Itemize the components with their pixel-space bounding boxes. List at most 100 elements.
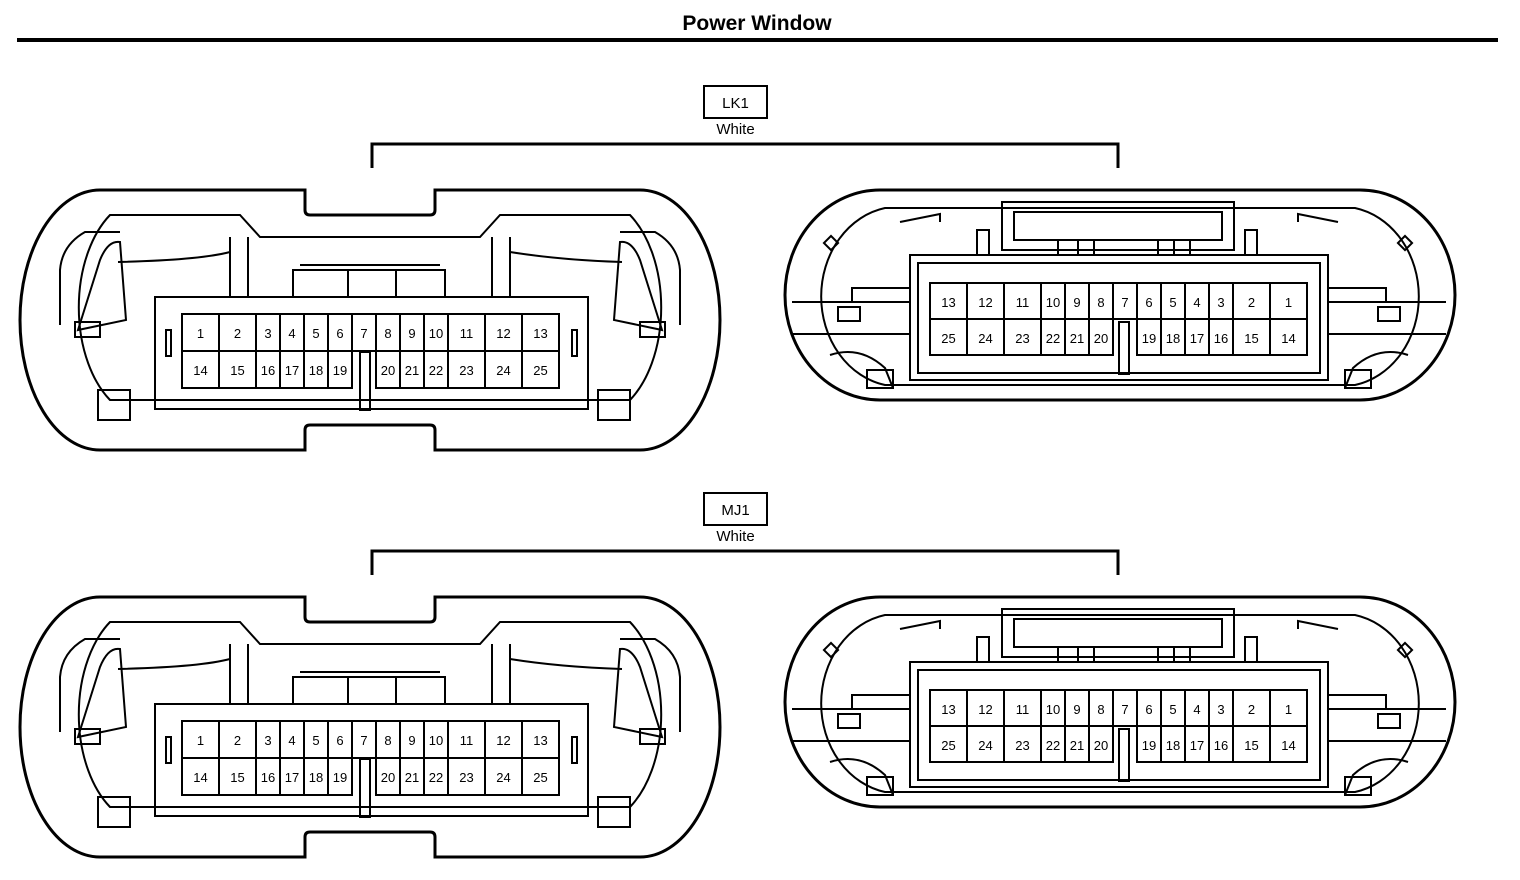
left-pin-label: 9: [408, 733, 415, 748]
right-pin-label: 25: [941, 738, 955, 753]
left-pin-label: 8: [384, 733, 391, 748]
right-pin-label: 4: [1193, 295, 1200, 310]
right-pin-label: 9: [1073, 702, 1080, 717]
connector-color-lk1: White: [716, 121, 754, 138]
right-pin-label: 22: [1046, 331, 1060, 346]
left-pin-cell: [521, 350, 560, 389]
right-pin-label: 2: [1248, 295, 1255, 310]
left-pin-label: 24: [496, 770, 510, 785]
right-pin-label: 8: [1097, 295, 1104, 310]
right-pin-label: 20: [1094, 738, 1108, 753]
left-housing-outline: [18, 595, 722, 859]
connector-view-bracket: [370, 142, 1120, 168]
left-pin-cavity: [154, 703, 589, 817]
right-top-ridges: [899, 212, 1339, 223]
left-pin-label: 10: [429, 733, 443, 748]
right-pin-label: 10: [1046, 295, 1060, 310]
right-pin-cell: [1269, 725, 1308, 763]
left-pin-label: 23: [459, 363, 473, 378]
left-housing-inner: [77, 621, 663, 808]
right-center-slot: [1118, 728, 1130, 782]
connector-code-mj1: MJ1: [721, 502, 749, 519]
left-pin-label: 14: [193, 363, 207, 378]
right-guide-post: [1244, 229, 1258, 256]
title-divider: [17, 38, 1498, 42]
left-pin-label: 10: [429, 326, 443, 341]
left-pin-label: 12: [496, 326, 510, 341]
left-pin-label: 21: [405, 770, 419, 785]
left-mount-tab: [97, 389, 131, 421]
right-lock-ribs: [1057, 240, 1191, 254]
left-pin-label: 19: [333, 363, 347, 378]
left-pin-label: 3: [264, 733, 271, 748]
left-center-slot: [359, 351, 371, 411]
left-pin-label: 11: [460, 326, 474, 341]
connector-code-box: [703, 492, 768, 526]
left-shoulder-lines: [117, 658, 623, 670]
left-pin-cell: [327, 757, 353, 796]
left-pin-label: 25: [533, 363, 547, 378]
right-side-tab: [1327, 287, 1387, 303]
left-latch-guides: [59, 231, 681, 325]
right-housing-inner: [820, 614, 1420, 793]
left-pin-label: 5: [312, 733, 319, 748]
left-mount-tab: [597, 796, 631, 828]
right-pin-label: 13: [941, 295, 955, 310]
left-pin-label: 11: [460, 733, 474, 748]
right-center-slot: [1118, 321, 1130, 375]
right-pin-label: 12: [978, 702, 992, 717]
right-side-tab: [851, 287, 911, 303]
left-pin-label: 6: [336, 733, 343, 748]
left-locking-ribs: [229, 644, 511, 704]
right-corner-peg: [822, 641, 840, 659]
right-pin-label: 19: [1142, 738, 1156, 753]
right-pin-cell: [1088, 318, 1114, 356]
left-housing-inner: [77, 214, 663, 401]
left-latch-foot: [74, 728, 101, 745]
right-pin-cavity: [909, 254, 1329, 381]
left-polarity-key: [165, 736, 172, 764]
right-lock-window: [1013, 211, 1223, 241]
left-pin-label: 3: [264, 326, 271, 341]
left-pin-label: 16: [261, 363, 275, 378]
right-pin-label: 3: [1217, 295, 1224, 310]
left-pin-label: 17: [285, 770, 299, 785]
right-side-clip: [1377, 713, 1401, 729]
right-latch-foot: [1344, 369, 1372, 389]
right-pin-label: 24: [978, 738, 992, 753]
left-pin-label: 18: [309, 363, 323, 378]
right-pin-label: 7: [1121, 295, 1128, 310]
right-pin-label: 21: [1070, 738, 1084, 753]
right-pin-label: 2: [1248, 702, 1255, 717]
left-pin-label: 2: [234, 733, 241, 748]
left-pin-label: 14: [193, 770, 207, 785]
left-pin-label: 18: [309, 770, 323, 785]
left-latch-arms: [76, 240, 664, 332]
connector-color-mj1: White: [716, 528, 754, 545]
right-pin-label: 21: [1070, 331, 1084, 346]
right-pin-label: 11: [1016, 702, 1030, 717]
right-housing-outline: [783, 595, 1457, 809]
left-pin-label: 15: [230, 363, 244, 378]
right-pin-label: 12: [978, 295, 992, 310]
left-pin-label: 22: [429, 770, 443, 785]
right-pin-label: 14: [1281, 738, 1295, 753]
right-pin-label: 16: [1214, 331, 1228, 346]
left-mount-tab: [97, 796, 131, 828]
left-pin-label: 13: [533, 326, 547, 341]
right-pin-label: 22: [1046, 738, 1060, 753]
left-pin-label: 20: [381, 770, 395, 785]
left-rib-dividers: [347, 677, 397, 704]
left-pin-label: 2: [234, 326, 241, 341]
right-side-clip: [837, 713, 861, 729]
right-lock-ribs: [1057, 647, 1191, 661]
right-pin-label: 18: [1166, 331, 1180, 346]
right-side-tab: [851, 694, 911, 710]
left-pin-label: 12: [496, 733, 510, 748]
right-pin-label: 6: [1145, 295, 1152, 310]
right-latch-foot: [1344, 776, 1372, 796]
connector-view-bracket: [370, 549, 1120, 575]
right-pin-label: 11: [1016, 295, 1030, 310]
left-polarity-key: [571, 329, 578, 357]
